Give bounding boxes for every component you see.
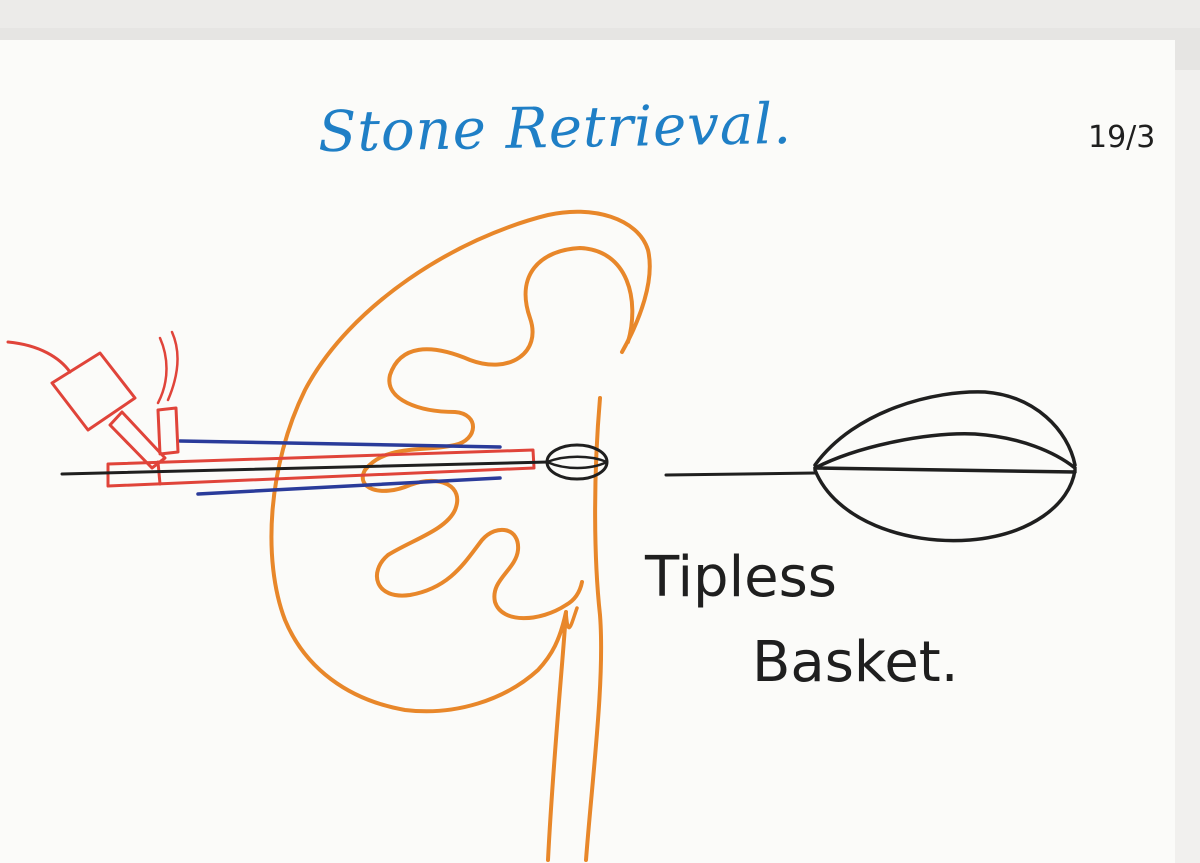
basket-label-line1: Tipless [645, 545, 837, 610]
ureter-inner-wall [564, 606, 579, 630]
collecting-system [360, 246, 635, 621]
scope-port [156, 406, 180, 456]
scope-light-lead-2 [166, 330, 179, 402]
basket-label-line2: Basket. [752, 630, 959, 695]
scope-shaft [106, 448, 536, 488]
tipless-basket-top-wire [813, 390, 1077, 467]
scope-eyepiece [50, 351, 137, 432]
date-note: 19/3 [1088, 120, 1156, 155]
kidney-outline [269, 209, 652, 862]
tipless-basket-middle-wire-upper [813, 432, 1077, 470]
sheath-line-bottom [196, 476, 502, 496]
basket-wire [60, 460, 550, 476]
scope-cable [6, 340, 72, 374]
sheath-line-top [178, 439, 502, 449]
tipless-basket-bottom-wire [813, 468, 1077, 543]
paper-sheet [0, 40, 1175, 863]
scope-light-lead-1 [156, 336, 168, 405]
small-basket-wire [545, 455, 609, 470]
scope-side-arm [108, 410, 167, 470]
tipless-basket-shaft [664, 471, 817, 477]
tipless-basket-middle-wire-lower [813, 466, 1077, 474]
